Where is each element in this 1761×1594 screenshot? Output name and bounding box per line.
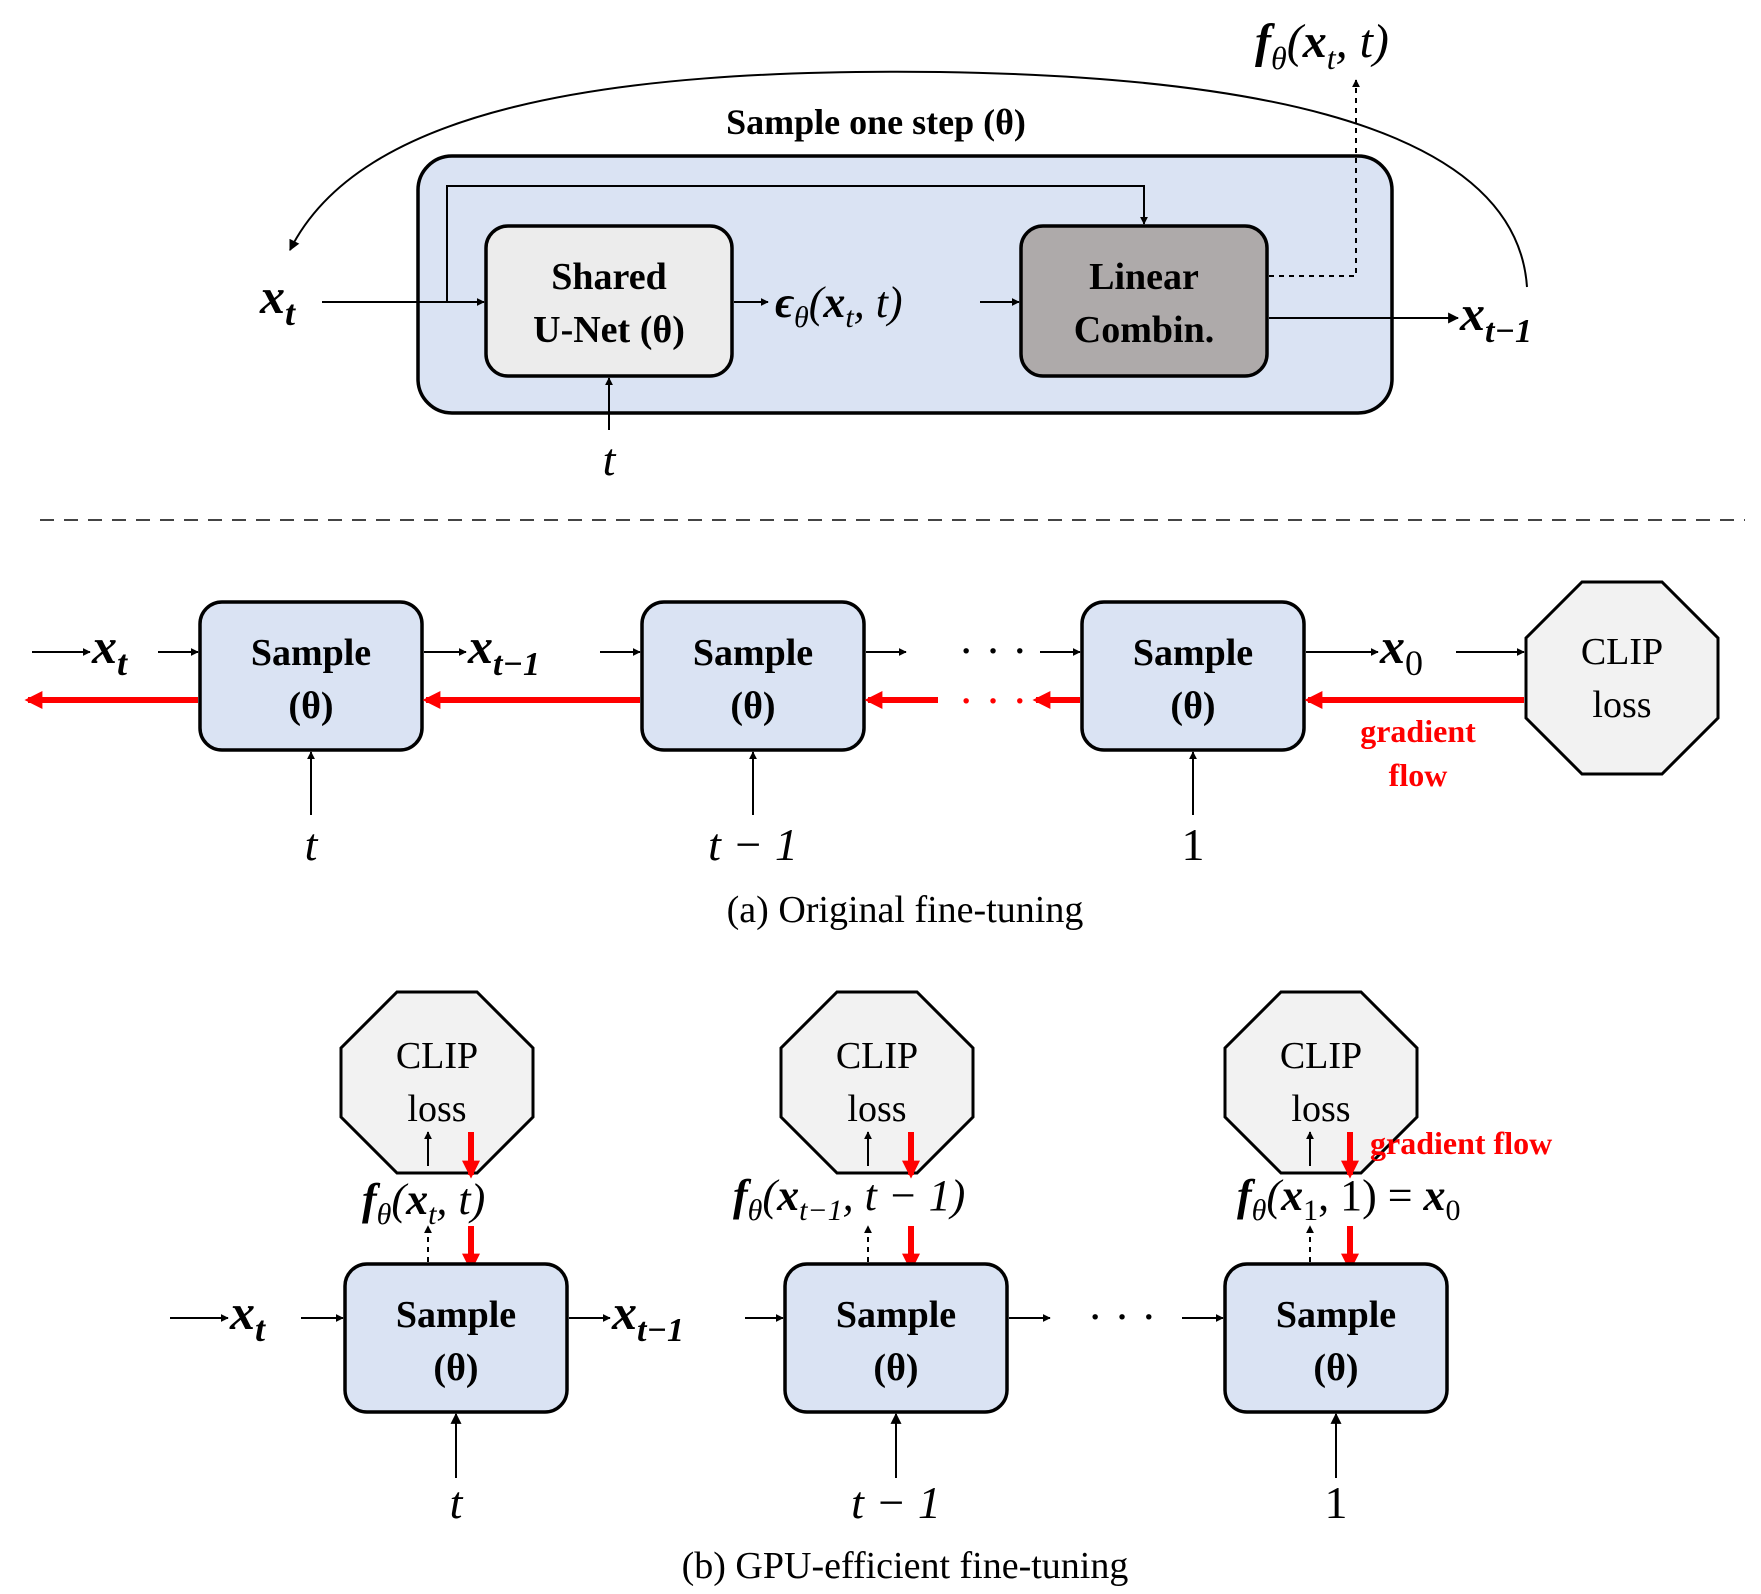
b-clip-loss-octagon-3 [1223, 990, 1419, 1175]
shared-unet-label-line1: Shared [551, 256, 666, 298]
top-skip-connection-arrow [446, 185, 1148, 302]
b-clip-loss-octagon-2 [779, 990, 975, 1175]
feedback-arc-arrow [289, 70, 1528, 288]
top-x-t-label: xt [259, 268, 296, 333]
a-caption: (a) Original fine-tuning [727, 889, 1084, 931]
b-f-label-1: fθ(xt, t) [362, 1175, 485, 1231]
a-sample-2-line1: Sample [693, 632, 813, 674]
b-sample-box-3 [1223, 1262, 1449, 1414]
a-x-t-label: xt [91, 618, 128, 683]
a-sample-1-line2: (θ) [288, 685, 333, 727]
a-x-0-label: x0 [1379, 618, 1423, 683]
b-f-label-3: fθ(x1, 1) = x0 [1237, 1171, 1461, 1227]
b-f-label-2: fθ(xt−1, t − 1) [733, 1171, 965, 1227]
a-x-t-minus-1-label: xt−1 [467, 618, 540, 683]
a-clip-loss-line1: CLIP [1581, 631, 1663, 673]
b-ellipsis: · · · [1088, 1291, 1157, 1342]
a-sample-1-line1: Sample [251, 632, 371, 674]
original-fine-tuning-diagram: xt Sample (θ) xt−1 Sample (θ) · · · Samp… [24, 580, 1720, 931]
a-sample-2-line2: (θ) [730, 685, 775, 727]
b-sample-box-1 [343, 1262, 569, 1414]
a-sample-box-2 [640, 600, 866, 752]
b-sample-box-2 [783, 1262, 1009, 1414]
a-clip-loss-line2: loss [1592, 684, 1651, 726]
b-sample-2-line2: (θ) [873, 1347, 918, 1389]
a-time-label-2: t − 1 [708, 819, 798, 870]
b-time-label-2: t − 1 [851, 1477, 941, 1528]
b-clip-2-line2: loss [847, 1088, 906, 1130]
top-x-t-minus-1-label: xt−1 [1459, 285, 1532, 350]
b-x-t-minus-1-label: xt−1 [611, 1284, 684, 1349]
b-clip-loss-octagon-1 [339, 990, 535, 1175]
a-ellipsis: · · · [959, 625, 1028, 676]
a-gradient-flow-line2: flow [1389, 757, 1448, 793]
b-sample-1-line2: (θ) [433, 1347, 478, 1389]
a-red-ellipsis: · · · [959, 675, 1028, 726]
sample-one-step-title: Sample one step (θ) [726, 102, 1026, 142]
linear-combination-label-line1: Linear [1089, 256, 1199, 298]
sample-one-step-diagram: Sample one step (θ) Shared U-Net (θ) Lin… [259, 15, 1532, 485]
a-sample-3-line1: Sample [1133, 632, 1253, 674]
linear-combination-box [1019, 224, 1269, 378]
gpu-efficient-fine-tuning-diagram: CLIP loss CLIP loss CLIP loss gradient f… [170, 990, 1552, 1587]
b-clip-2-line1: CLIP [836, 1035, 918, 1077]
linear-combination-label-line2: Combin. [1074, 309, 1214, 351]
b-gradient-flow-label: gradient flow [1370, 1125, 1552, 1161]
a-clip-loss-octagon [1524, 580, 1720, 776]
b-clip-1-line1: CLIP [396, 1035, 478, 1077]
b-x-t-label: xt [229, 1284, 266, 1349]
top-t-label: t [603, 434, 617, 485]
b-clip-3-line1: CLIP [1280, 1035, 1362, 1077]
top-f-theta-label: fθ(xt, t) [1255, 15, 1389, 76]
b-sample-3-line2: (θ) [1313, 1347, 1358, 1389]
shared-unet-box [484, 224, 734, 378]
eps-theta-label: ϵθ(xt, t) [775, 278, 903, 334]
b-time-label-1: t [450, 1477, 464, 1528]
a-sample-box-3 [1080, 600, 1306, 752]
b-clip-3-line2: loss [1291, 1088, 1350, 1130]
b-sample-3-line1: Sample [1276, 1294, 1396, 1336]
b-sample-2-line1: Sample [836, 1294, 956, 1336]
b-sample-1-line1: Sample [396, 1294, 516, 1336]
a-time-label-1: t [305, 819, 319, 870]
b-caption: (b) GPU-efficient fine-tuning [682, 1545, 1129, 1587]
shared-unet-label-line2: U-Net (θ) [533, 309, 685, 351]
a-gradient-flow-line1: gradient [1360, 713, 1476, 749]
a-sample-box-1 [198, 600, 424, 752]
b-time-label-3: 1 [1325, 1477, 1348, 1528]
b-clip-1-line2: loss [407, 1088, 466, 1130]
a-sample-3-line2: (θ) [1170, 685, 1215, 727]
a-time-label-3: 1 [1182, 819, 1205, 870]
